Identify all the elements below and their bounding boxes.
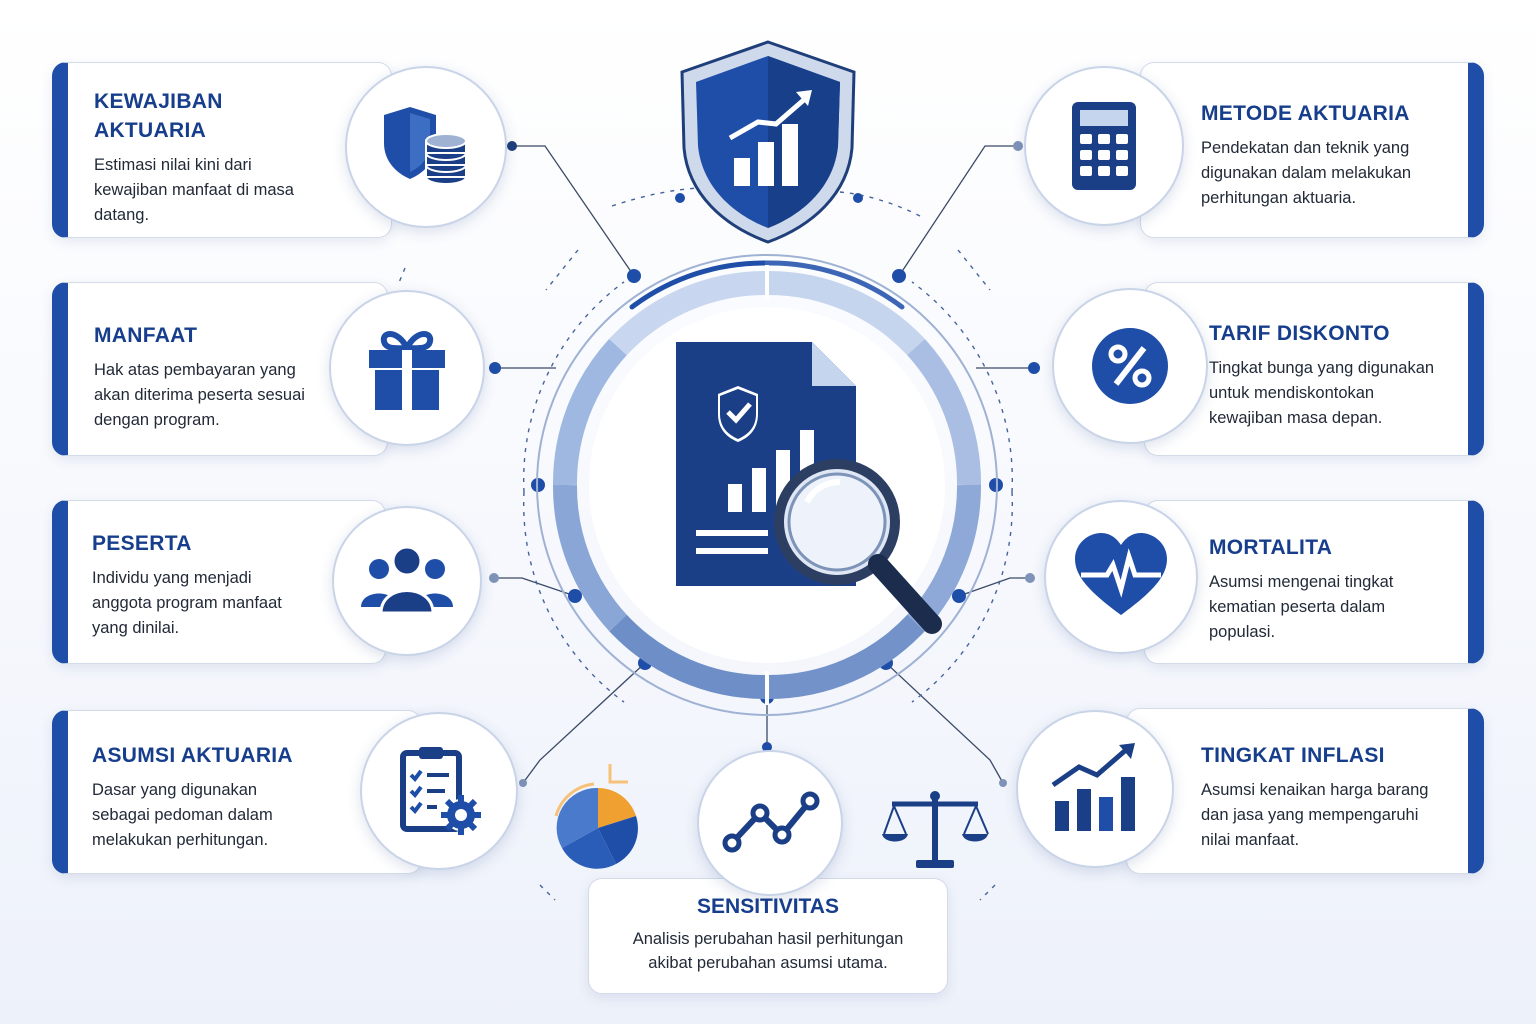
calculator-icon — [1024, 66, 1184, 226]
shield-coins-icon — [345, 66, 507, 228]
document-magnifier-icon — [672, 342, 947, 659]
card-title: MORTALITA — [1209, 536, 1333, 559]
percent-icon — [1052, 288, 1208, 444]
line-chart-icon — [697, 750, 843, 896]
shield-chart-icon — [678, 38, 858, 249]
clipboard-gear-icon — [360, 712, 518, 870]
card-metode-aktuaria: METODE AKTUARIA Pendekatan dan teknik ya… — [1140, 62, 1484, 238]
scales-icon — [880, 786, 990, 877]
card-title: PESERTA — [92, 532, 192, 555]
card-title: MANFAAT — [94, 324, 198, 347]
bar-chart-up-icon — [1016, 710, 1174, 868]
card-title: ASUMSI AKTUARIA — [92, 744, 293, 767]
gift-icon — [329, 290, 485, 446]
pie-chart-icon — [550, 756, 645, 881]
card-tingkat-inflasi: TINGKAT INFLASI Asumsi kenaikan harga ba… — [1126, 708, 1484, 874]
card-tarif-diskonto: TARIF DISKONTO Tingkat bunga yang diguna… — [1144, 282, 1484, 456]
card-title: TARIF DISKONTO — [1209, 322, 1390, 345]
card-title: SENSITIVITAS — [697, 895, 839, 918]
card-sensitivitas: SENSITIVITAS Analisis perubahan hasil pe… — [588, 878, 948, 994]
people-icon — [332, 506, 482, 656]
heart-pulse-icon — [1044, 500, 1198, 654]
card-title: TINGKAT INFLASI — [1201, 744, 1385, 767]
card-title: METODE AKTUARIA — [1201, 102, 1410, 125]
